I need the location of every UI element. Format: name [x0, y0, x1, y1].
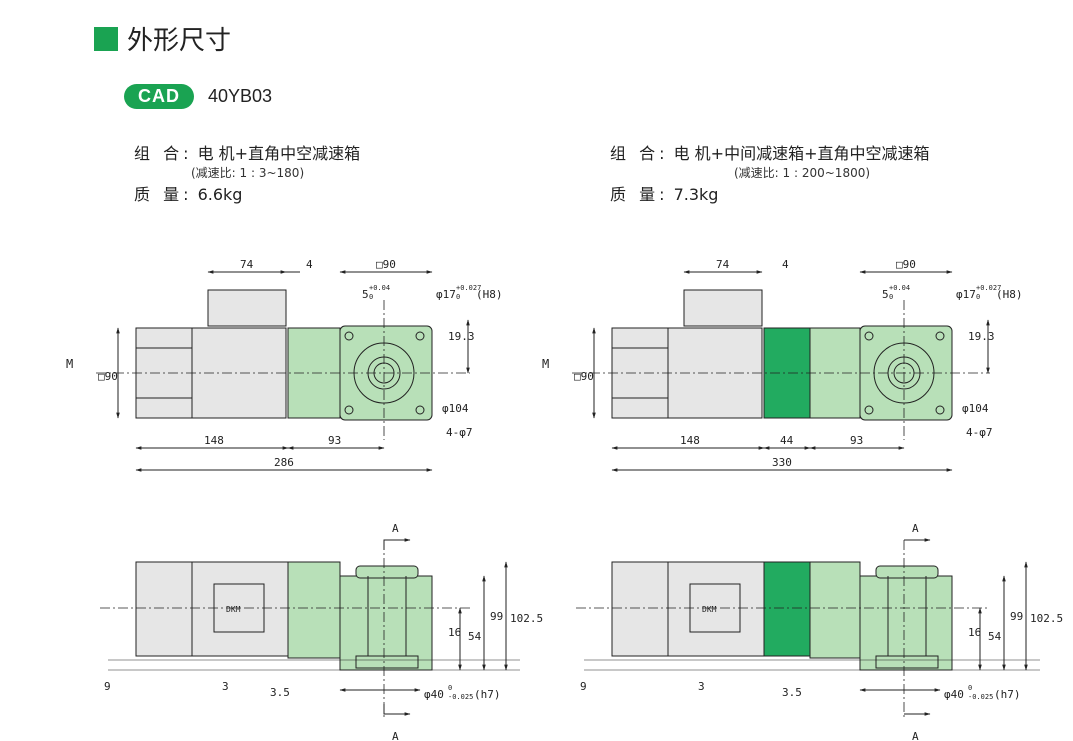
motor-logo: DKM	[226, 605, 241, 614]
dim-44: 44	[780, 434, 794, 447]
top-left-drawing	[96, 270, 470, 472]
dim-bore: φ17	[436, 288, 456, 301]
motor-logo: DKM	[702, 605, 717, 614]
dim-93: 93	[850, 434, 863, 447]
dim-square-90: □90	[896, 258, 916, 271]
label-m: M	[542, 357, 549, 371]
dim-4: 4	[306, 258, 313, 271]
dim-54: 54	[988, 630, 1002, 643]
bottom-left-labels: A A 16 54 99 102.5 9 3 3.5 φ40 0 -0.025 …	[104, 522, 543, 741]
dim-bore-fit: (H8)	[996, 288, 1023, 301]
dim-9: 9	[580, 680, 587, 693]
dim-102: 102.5	[510, 612, 543, 625]
dim-bore-tol: +0.027	[976, 284, 1001, 292]
dim-depth: 19.3	[448, 330, 475, 343]
combination-value: 电 机+中间减速箱+直角中空减速箱	[673, 144, 930, 163]
dim-pcd: φ104	[442, 402, 469, 415]
dim-key-tol2: 0	[889, 293, 893, 301]
dim-54: 54	[468, 630, 482, 643]
dim-shaft: φ40	[944, 688, 964, 701]
dim-148: 148	[204, 434, 224, 447]
cad-button[interactable]: CAD	[124, 84, 194, 109]
dim-3-5: 3.5	[782, 686, 802, 699]
dim-shaft-fit: (h7)	[994, 688, 1021, 701]
bottom-right-drawing	[576, 538, 1040, 720]
section-mark: A	[912, 522, 919, 535]
combination-label: 组 合:	[610, 144, 669, 163]
title-marker	[94, 26, 118, 51]
mass-value: 6.6kg	[197, 185, 243, 204]
dim-99: 99	[1010, 610, 1023, 623]
dim-square-v: □90	[574, 370, 594, 383]
dim-102: 102.5	[1030, 612, 1063, 625]
dim-total: 330	[772, 456, 792, 469]
dim-key: 5	[362, 288, 369, 301]
dim-shaft-tol2: -0.025	[968, 693, 993, 701]
dim-99: 99	[490, 610, 503, 623]
combination-value: 电 机+直角中空减速箱	[197, 144, 361, 163]
mass-label: 质 量:	[610, 185, 669, 204]
top-left-labels: 74 4 □90 5 +0.04 0 φ17 +0.027 0 (H8) 19.…	[66, 258, 503, 469]
label-m: M	[66, 357, 73, 371]
bottom-left-drawing	[100, 538, 520, 720]
model-number: 40YB03	[208, 86, 273, 106]
dim-74: 74	[716, 258, 730, 271]
dim-bore: φ17	[956, 288, 976, 301]
top-right-drawing	[572, 270, 990, 472]
dim-93: 93	[328, 434, 341, 447]
dim-depth: 19.3	[968, 330, 995, 343]
ratio-text: (减速比: 1 : 200~1800)	[734, 166, 871, 180]
dim-square-90: □90	[376, 258, 396, 271]
right-spec: 组 合: 电 机+中间减速箱+直角中空减速箱 (减速比: 1 : 200~180…	[610, 140, 929, 205]
dim-16: 16	[448, 626, 461, 639]
dim-bore-fit: (H8)	[476, 288, 503, 301]
dim-shaft: φ40	[424, 688, 444, 701]
dim-shaft-tol: 0	[968, 684, 972, 692]
section-mark: A	[392, 522, 399, 535]
dim-bore-tol: +0.027	[456, 284, 481, 292]
dim-total: 286	[274, 456, 294, 469]
dim-bore-tol2: 0	[456, 293, 460, 301]
section-mark: A	[392, 730, 399, 741]
dim-square-v: □90	[98, 370, 118, 383]
dim-shaft-tol: 0	[448, 684, 452, 692]
combination-label: 组 合:	[134, 144, 193, 163]
dim-3: 3	[698, 680, 705, 693]
bottom-right-labels: A A 16 54 99 102.5 9 3 3.5 φ40 0 -0.025 …	[580, 522, 1063, 741]
dim-3: 3	[222, 680, 229, 693]
dim-3-5: 3.5	[270, 686, 290, 699]
dim-shaft-fit: (h7)	[474, 688, 501, 701]
left-spec: 组 合: 电 机+直角中空减速箱 (减速比: 1 : 3~180) 质 量: 6…	[134, 140, 360, 205]
cad-row: CAD 40YB03	[124, 84, 272, 109]
dim-holes: 4-φ7	[446, 426, 473, 439]
dim-bore-tol2: 0	[976, 293, 980, 301]
section-title: 外形尺寸	[127, 26, 232, 56]
dim-key: 5	[882, 288, 889, 301]
dim-key-tol2: 0	[369, 293, 373, 301]
mass-label: 质 量:	[134, 185, 193, 204]
dim-holes: 4-φ7	[966, 426, 993, 439]
section-mark: A	[912, 730, 919, 741]
dim-148: 148	[680, 434, 700, 447]
dim-pcd: φ104	[962, 402, 989, 415]
dim-4: 4	[782, 258, 789, 271]
mass-value: 7.3kg	[673, 185, 719, 204]
dim-key-tol: +0.04	[889, 284, 910, 292]
dim-74: 74	[240, 258, 254, 271]
dim-key-tol: +0.04	[369, 284, 390, 292]
dim-16: 16	[968, 626, 981, 639]
dim-9: 9	[104, 680, 111, 693]
section-header: 外形尺寸	[94, 20, 231, 57]
top-right-labels: 74 4 □90 5 +0.04 0 φ17 +0.027 0 (H8) 19.…	[542, 258, 1023, 469]
ratio-text: (减速比: 1 : 3~180)	[191, 166, 305, 180]
terminal-box	[207, 289, 287, 327]
dim-shaft-tol2: -0.025	[448, 693, 473, 701]
